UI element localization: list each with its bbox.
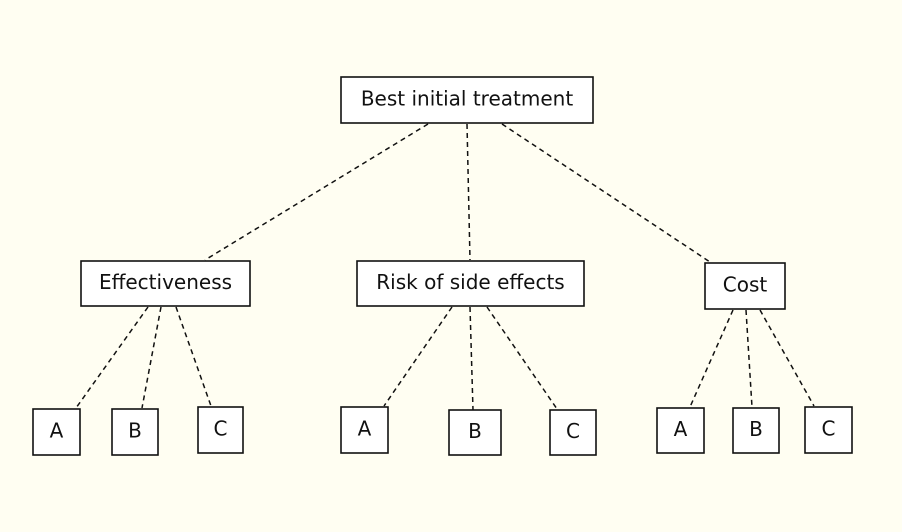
edge-effectiveness-to-b xyxy=(141,306,162,409)
node-option-label: A xyxy=(674,417,688,441)
node-option-cost-b: B xyxy=(732,407,780,454)
root-edges xyxy=(204,123,711,263)
edge-risk-to-b xyxy=(469,306,474,411)
edge-cost-to-a xyxy=(689,309,734,408)
node-root: Best initial treatment xyxy=(340,76,594,124)
node-criterion-label: Effectiveness xyxy=(99,270,232,294)
node-option-label: C xyxy=(214,417,228,441)
edge-root-to-risk-of-side-effects xyxy=(466,123,471,261)
node-option-label: C xyxy=(566,419,580,443)
option-edges xyxy=(75,306,815,411)
node-option-risk-b: B xyxy=(448,409,502,456)
node-option-label: A xyxy=(358,417,372,441)
edge-effectiveness-to-a xyxy=(75,306,149,409)
node-root-label: Best initial treatment xyxy=(361,87,573,111)
edge-risk-to-c xyxy=(486,306,558,410)
node-criterion-risk-of-side-effects: Risk of side effects xyxy=(356,260,585,307)
node-option-label: A xyxy=(50,419,64,443)
edge-cost-to-b xyxy=(745,309,753,408)
node-option-risk-a: A xyxy=(340,406,389,454)
node-criterion-cost: Cost xyxy=(704,262,786,310)
node-option-cost-a: A xyxy=(656,407,705,454)
node-option-effectiveness-c: C xyxy=(197,406,244,454)
node-option-risk-c: C xyxy=(549,409,597,456)
node-option-label: B xyxy=(749,417,763,441)
edge-cost-to-c xyxy=(759,309,815,407)
edge-effectiveness-to-c xyxy=(175,306,212,407)
edge-root-to-cost xyxy=(501,123,711,263)
node-option-label: B xyxy=(128,419,142,443)
node-criterion-label: Cost xyxy=(723,273,768,297)
node-option-effectiveness-b: B xyxy=(111,408,159,456)
node-criterion-label: Risk of side effects xyxy=(376,270,564,294)
edge-risk-to-a xyxy=(383,306,453,407)
node-option-label: B xyxy=(468,419,482,443)
node-option-cost-c: C xyxy=(804,406,853,454)
node-criterion-effectiveness: Effectiveness xyxy=(80,260,251,307)
node-option-label: C xyxy=(822,417,836,441)
edge-root-to-effectiveness xyxy=(204,123,429,261)
node-option-effectiveness-a: A xyxy=(32,408,81,456)
